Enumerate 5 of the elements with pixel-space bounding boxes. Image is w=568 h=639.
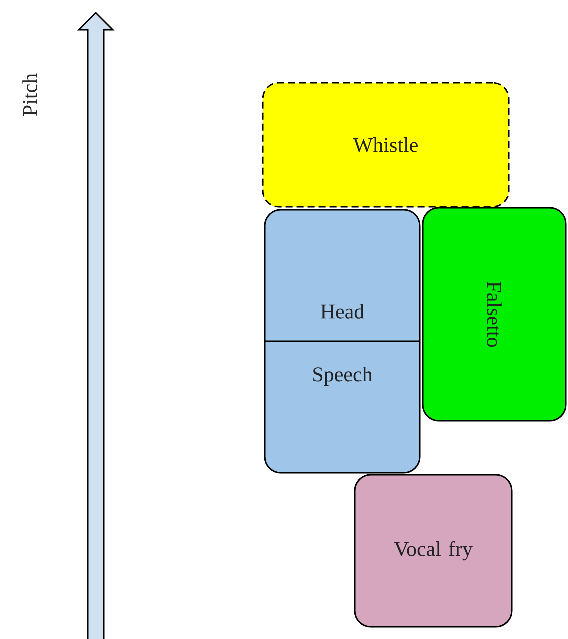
register-box: Whistle — [262, 82, 510, 208]
register-box: Vocal fry — [354, 474, 513, 628]
axis-label: Pitch — [22, 74, 38, 116]
register-box: Falsetto — [422, 207, 567, 422]
register-box: Head Speech — [264, 209, 421, 474]
